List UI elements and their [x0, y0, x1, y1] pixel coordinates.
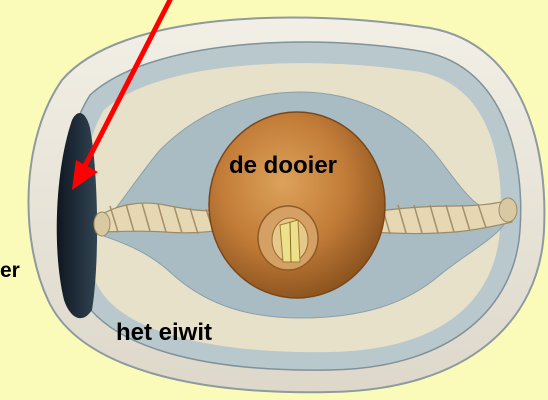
- yolk-label: de dooier: [229, 154, 337, 178]
- yolk: [209, 112, 385, 298]
- germinal-disc: [258, 206, 318, 270]
- albumen-label: het eiwit: [116, 321, 212, 345]
- partial-label: er: [0, 260, 20, 281]
